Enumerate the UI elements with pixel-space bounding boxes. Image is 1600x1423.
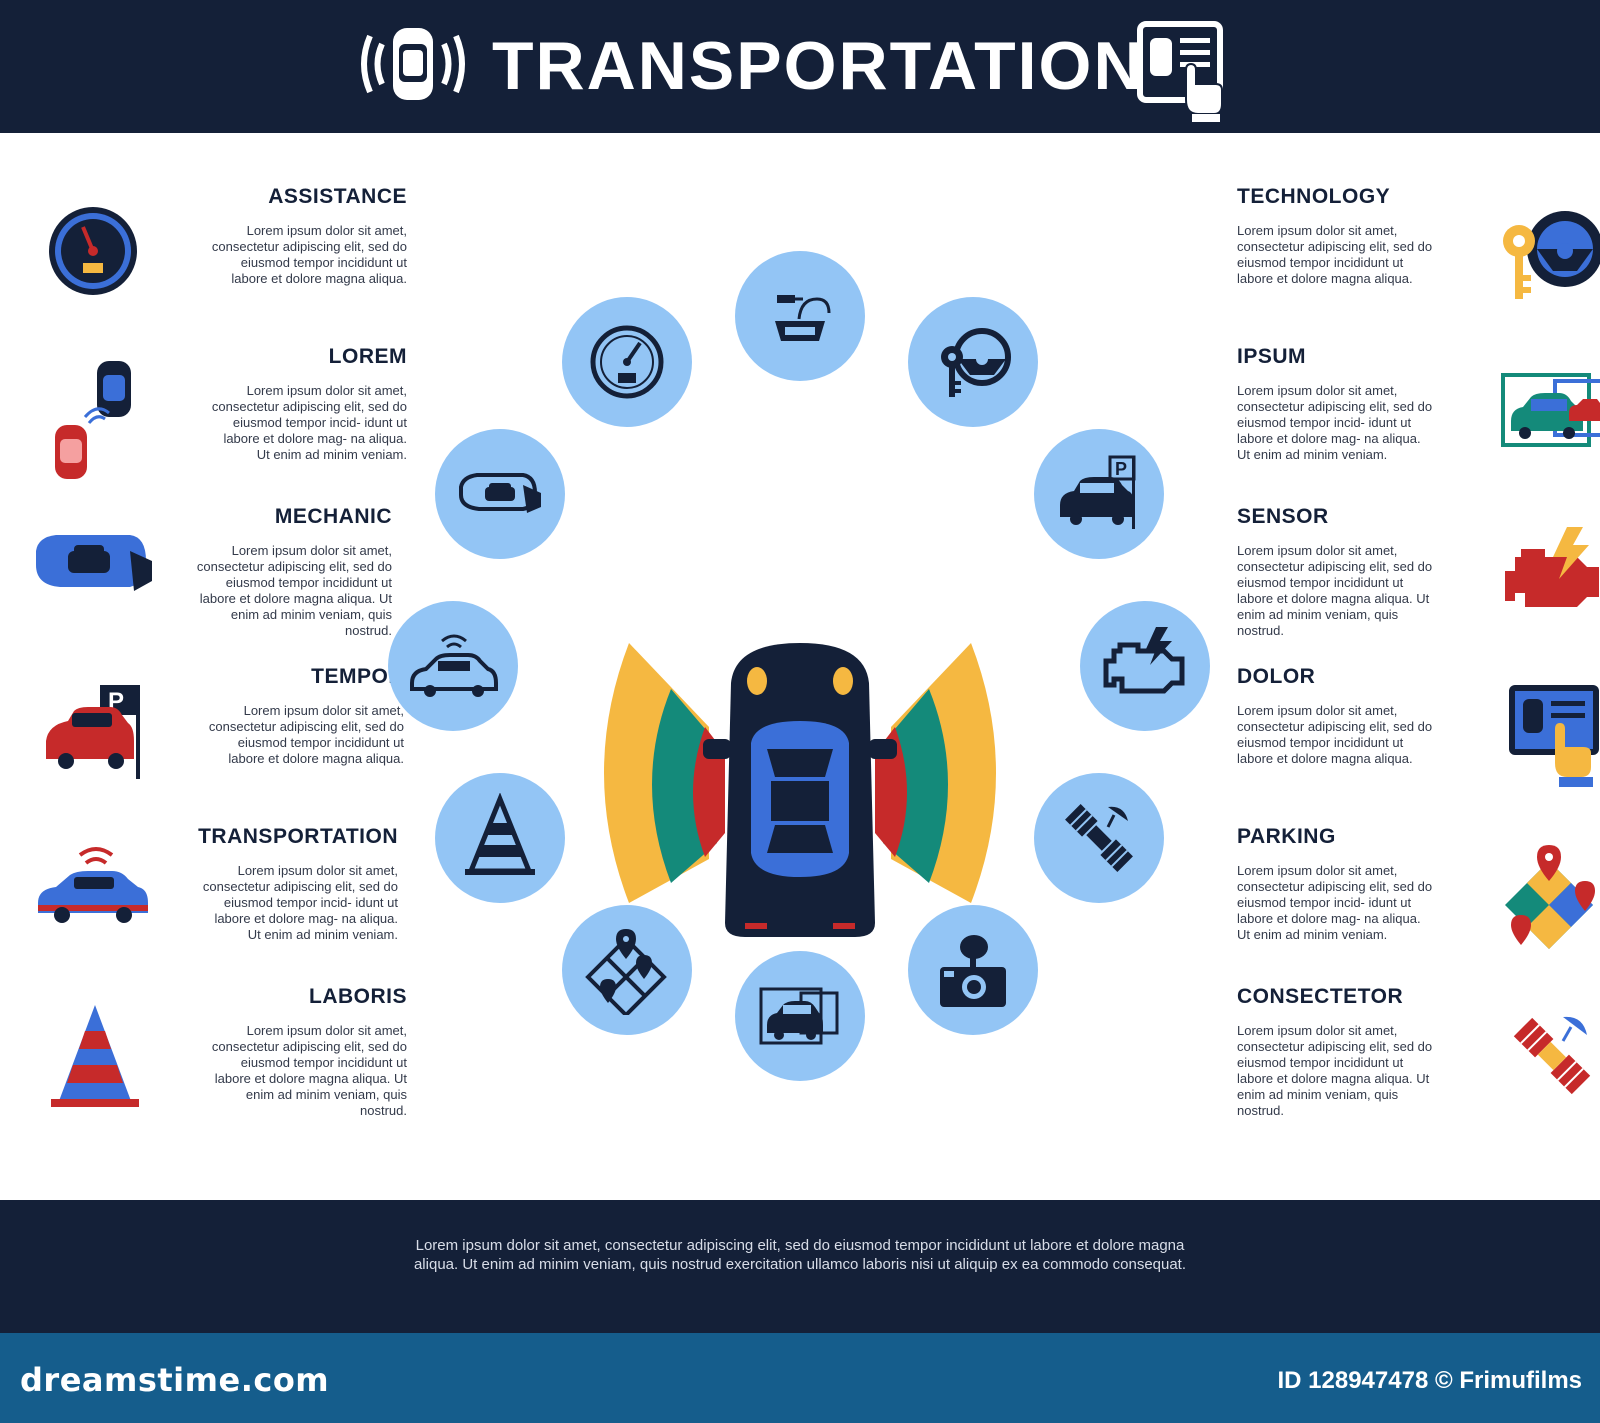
dashcam-mount-icon xyxy=(775,295,831,341)
description: Lorem ipsum dolor sit amet, consectetur … xyxy=(202,863,398,942)
description: Lorem ipsum dolor sit amet, consectetur … xyxy=(196,543,392,638)
heading: TRANSPORTATION xyxy=(198,825,398,848)
description: Lorem ipsum dolor sit amet, consectetur … xyxy=(1237,863,1433,942)
heading: IPSUM xyxy=(1237,345,1307,368)
description: Lorem ipsum dolor sit amet, consectetur … xyxy=(1237,1023,1433,1118)
traffic-cone-icon xyxy=(45,1001,155,1111)
engine-warning-icon xyxy=(1497,521,1600,631)
map-icon xyxy=(585,929,667,1015)
satellite-icon xyxy=(1065,804,1133,872)
ring-side-mirror xyxy=(435,429,565,559)
parking-car-icon: P xyxy=(42,681,152,791)
ring-satellite xyxy=(1034,773,1164,903)
tablet-touch-icon xyxy=(1497,681,1600,791)
ring-map xyxy=(562,905,692,1035)
right-wave-inner xyxy=(875,727,907,857)
connected-car-icon xyxy=(36,841,148,951)
traffic-cone-icon xyxy=(465,793,535,875)
car-sensor-icon xyxy=(45,361,155,479)
ring-traffic-cone xyxy=(435,773,565,903)
speedometer-icon xyxy=(590,325,664,399)
svg-text:P: P xyxy=(1115,459,1127,479)
steering-key-icon xyxy=(1497,201,1600,311)
heading: TEMPOR xyxy=(311,665,404,688)
credit-bar: dreamstime.com ID 128947478 © Frimufilms xyxy=(0,1333,1600,1423)
image-credit: ID 128947478 © Frimufilms xyxy=(1277,1367,1583,1394)
parking-icon: P xyxy=(1060,455,1136,529)
heading: PARKING xyxy=(1237,825,1336,848)
heading: CONSECTETOR xyxy=(1237,985,1404,1008)
description: Lorem ipsum dolor sit amet, consectetur … xyxy=(211,223,407,286)
infographic-body: ASSISTANCE Lorem ipsum dolor sit amet, c… xyxy=(0,133,1600,1200)
camera-view-icon xyxy=(1497,361,1600,471)
connected-car-icon xyxy=(410,634,498,697)
right-item-parking: PARKING Lorem ipsum dolor sit amet, cons… xyxy=(1237,825,1600,975)
right-item-dolor: DOLOR Lorem ipsum dolor sit amet, consec… xyxy=(1237,665,1600,815)
ring-engine-warning xyxy=(1080,601,1210,731)
header: TRANSPORTATION xyxy=(0,0,1600,133)
ring-connected-car xyxy=(388,601,518,731)
left-item-mechanic: MECHANIC Lorem ipsum dolor sit amet, con… xyxy=(30,505,400,655)
brand-logo[interactable]: dreamstime.com xyxy=(20,1361,330,1399)
camera-view-icon xyxy=(759,987,839,1045)
right-item-consectetor: CONSECTETOR Lorem ipsum dolor sit amet, … xyxy=(1237,985,1600,1135)
ring-camera-view xyxy=(735,951,865,1081)
ring-dashcam-mount xyxy=(735,251,865,381)
engine-warning-icon xyxy=(1103,627,1185,694)
right-item-technology: TECHNOLOGY Lorem ipsum dolor sit amet, c… xyxy=(1237,185,1600,335)
ring-parking: P xyxy=(1034,429,1164,559)
footer: Lorem ipsum dolor sit amet, consectetur … xyxy=(0,1200,1600,1333)
heading: MECHANIC xyxy=(274,505,392,528)
left-item-transportation: TRANSPORTATION Lorem ipsum dolor sit ame… xyxy=(36,825,406,975)
description: Lorem ipsum dolor sit amet, consectetur … xyxy=(1237,223,1433,286)
description: Lorem ipsum dolor sit amet, consectetur … xyxy=(211,383,407,462)
left-item-laboris: LABORIS Lorem ipsum dolor sit amet, cons… xyxy=(45,985,415,1135)
ring-camera xyxy=(908,905,1038,1035)
left-item-assistance: ASSISTANCE Lorem ipsum dolor sit amet, c… xyxy=(45,185,415,335)
description: Lorem ipsum dolor sit amet, consectetur … xyxy=(208,703,404,766)
ring-steering-key xyxy=(908,297,1038,427)
side-mirror-icon xyxy=(30,521,152,631)
side-mirror-icon xyxy=(459,473,541,513)
description: Lorem ipsum dolor sit amet, consectetur … xyxy=(1237,383,1433,462)
center-car-illustration xyxy=(585,643,1015,943)
camera-icon xyxy=(940,935,1006,1007)
footer-text: Lorem ipsum dolor sit amet, consectetur … xyxy=(413,1237,1187,1273)
heading: ASSISTANCE xyxy=(268,185,407,208)
description: Lorem ipsum dolor sit amet, consectetur … xyxy=(1237,543,1433,638)
description: Lorem ipsum dolor sit amet, consectetur … xyxy=(1237,703,1433,766)
heading: DOLOR xyxy=(1237,665,1316,688)
right-item-sensor: SENSOR Lorem ipsum dolor sit amet, conse… xyxy=(1237,505,1600,655)
description: Lorem ipsum dolor sit amet, consectetur … xyxy=(211,1023,407,1118)
heading: LABORIS xyxy=(309,985,407,1008)
heading: SENSOR xyxy=(1237,505,1329,528)
left-item-tempor: P TEMPOR Lorem ipsum dolor sit amet, con… xyxy=(42,665,412,815)
ring-speedometer xyxy=(562,297,692,427)
right-item-ipsum: IPSUM Lorem ipsum dolor sit amet, consec… xyxy=(1237,345,1600,495)
map-pins-icon xyxy=(1497,841,1600,951)
left-wave-inner xyxy=(693,727,725,857)
tablet-touch-icon xyxy=(1136,20,1228,129)
heading: LOREM xyxy=(328,345,407,368)
heading: TECHNOLOGY xyxy=(1237,185,1391,208)
car-signal-icon xyxy=(358,22,468,111)
steering-key-icon xyxy=(941,328,1011,397)
satellite-icon xyxy=(1497,1001,1600,1111)
left-item-lorem: LOREM Lorem ipsum dolor sit amet, consec… xyxy=(45,345,415,495)
page-title: TRANSPORTATION xyxy=(492,28,1145,104)
speedometer-icon xyxy=(45,201,155,311)
